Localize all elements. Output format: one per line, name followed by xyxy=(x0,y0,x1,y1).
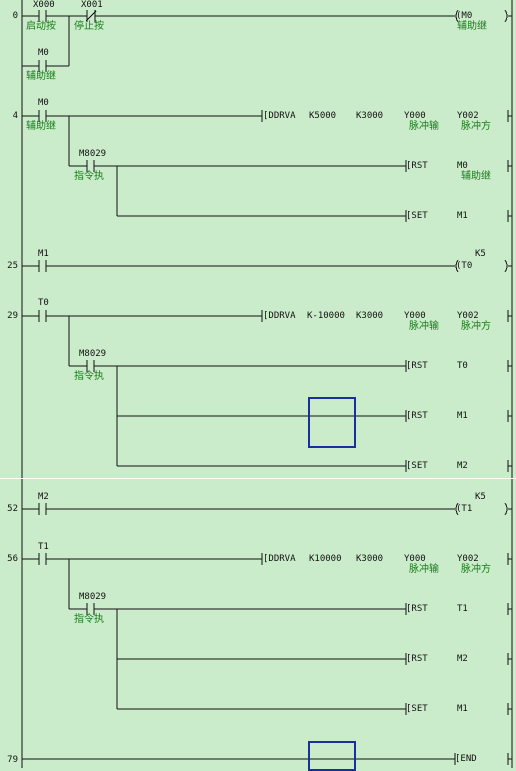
end-instruction[interactable]: [END xyxy=(455,754,477,764)
contact-comment: 启动按 xyxy=(26,21,56,32)
operand-comment: 辅助继 xyxy=(461,171,491,182)
step-number: 56 xyxy=(7,554,18,564)
page-separator xyxy=(0,478,516,479)
contact-label[interactable]: M0 xyxy=(38,98,49,108)
instruction-operand[interactable]: M0 xyxy=(457,161,468,171)
contact-label[interactable]: M1 xyxy=(38,249,49,259)
step-number: 4 xyxy=(12,111,18,121)
contact-label[interactable]: M8029 xyxy=(79,349,107,359)
coil-label[interactable]: (T0 xyxy=(456,261,473,271)
instruction-operand[interactable]: Y002 xyxy=(457,311,479,321)
instruction-operand[interactable]: K5000 xyxy=(309,111,337,121)
contact-label[interactable]: M2 xyxy=(38,492,49,502)
instruction-name[interactable]: [RST xyxy=(406,361,428,371)
instruction-operand[interactable]: M2 xyxy=(457,654,468,664)
instruction-operand[interactable]: Y002 xyxy=(457,111,479,121)
instruction-name[interactable]: [DDRVA xyxy=(263,554,296,564)
instruction-operand[interactable]: Y002 xyxy=(457,554,479,564)
instruction-operand[interactable]: K-10000 xyxy=(307,311,345,321)
contact-comment: 指令执 xyxy=(74,171,104,182)
contact-label[interactable]: T1 xyxy=(38,542,49,552)
coil-setpoint[interactable]: K5 xyxy=(475,249,486,259)
instruction-operand[interactable]: K3000 xyxy=(356,311,384,321)
instruction-operand[interactable]: Y000 xyxy=(404,111,426,121)
instruction-operand[interactable]: K10000 xyxy=(309,554,342,564)
instruction-operand[interactable]: M2 xyxy=(457,461,468,471)
operand-comment: 脉冲输 xyxy=(409,564,439,575)
coil-setpoint[interactable]: K5 xyxy=(475,492,486,502)
instruction-name[interactable]: [RST xyxy=(406,654,428,664)
contact-comment: 指令执 xyxy=(74,371,104,382)
instruction-operand[interactable]: M1 xyxy=(457,411,468,421)
contact-label[interactable]: T0 xyxy=(38,298,49,308)
instruction-operand[interactable]: T1 xyxy=(457,604,468,614)
instruction-operand[interactable]: M1 xyxy=(457,704,468,714)
cell-cursor[interactable] xyxy=(308,741,356,771)
operand-comment: 脉冲输 xyxy=(409,321,439,332)
instruction-name[interactable]: [SET xyxy=(406,211,428,221)
coil-label[interactable]: (M0 xyxy=(456,11,473,21)
operand-comment: 脉冲方 xyxy=(461,564,491,575)
contact-comment: 辅助继 xyxy=(26,121,56,132)
contact-comment: 停止按 xyxy=(74,21,104,32)
step-number: 0 xyxy=(12,11,18,21)
operand-comment: 脉冲输 xyxy=(409,121,439,132)
step-number: 29 xyxy=(7,311,18,321)
contact-comment: 指令执 xyxy=(74,614,104,625)
instruction-name[interactable]: [SET xyxy=(406,461,428,471)
instruction-operand[interactable]: K3000 xyxy=(356,554,384,564)
coil-label[interactable]: (T1 xyxy=(456,504,473,514)
contact-label[interactable]: M8029 xyxy=(79,592,107,602)
contact-label[interactable]: M8029 xyxy=(79,149,107,159)
step-number: 25 xyxy=(7,261,18,271)
contact-label[interactable]: X000 xyxy=(33,0,55,10)
instruction-operand[interactable]: T0 xyxy=(457,361,468,371)
coil-comment: 辅助继 xyxy=(457,21,487,32)
step-number: 79 xyxy=(7,755,18,765)
contact-label[interactable]: X001 xyxy=(81,0,103,10)
instruction-name[interactable]: [RST xyxy=(406,604,428,614)
instruction-operand[interactable]: Y000 xyxy=(404,311,426,321)
operand-comment: 脉冲方 xyxy=(461,121,491,132)
operand-comment: 脉冲方 xyxy=(461,321,491,332)
contact-label[interactable]: M0 xyxy=(38,48,49,58)
instruction-operand[interactable]: M1 xyxy=(457,211,468,221)
instruction-operand[interactable]: K3000 xyxy=(356,111,384,121)
cell-cursor[interactable] xyxy=(308,397,356,448)
instruction-operand[interactable]: Y000 xyxy=(404,554,426,564)
instruction-name[interactable]: [DDRVA xyxy=(263,111,296,121)
instruction-name[interactable]: [RST xyxy=(406,411,428,421)
step-number: 52 xyxy=(7,504,18,514)
instruction-name[interactable]: [RST xyxy=(406,161,428,171)
instruction-name[interactable]: [DDRVA xyxy=(263,311,296,321)
contact-comment: 辅助继 xyxy=(26,71,56,82)
instruction-name[interactable]: [SET xyxy=(406,704,428,714)
